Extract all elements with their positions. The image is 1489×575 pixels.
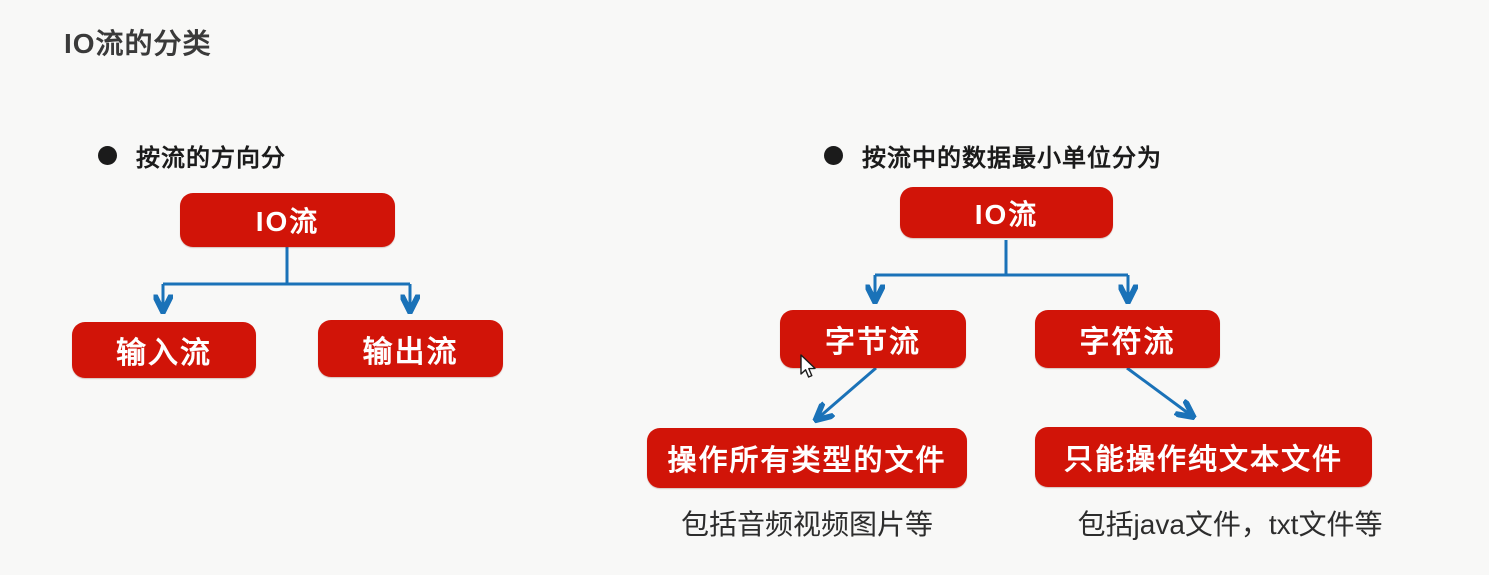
node-byte-stream-detail: 操作所有类型的文件 bbox=[647, 428, 967, 488]
connector-arrow-byte-detail bbox=[817, 366, 877, 419]
bullet-icon bbox=[824, 145, 843, 165]
node-char-stream-detail: 只能操作纯文本文件 bbox=[1035, 427, 1372, 487]
node-input-stream: 输入流 bbox=[72, 322, 256, 378]
char-stream-note: 包括java文件，txt文件等 bbox=[1077, 509, 1383, 540]
right-section-heading: 按流中的数据最小单位分为 bbox=[824, 142, 1162, 172]
left-section-heading: 按流的方向分 bbox=[98, 142, 286, 172]
page-title: IO流的分类 bbox=[64, 28, 212, 59]
node-output-stream: 输出流 bbox=[318, 320, 503, 377]
node-byte-stream: 字节流 bbox=[780, 310, 966, 368]
connector-arrow-char-detail bbox=[1126, 366, 1192, 416]
byte-stream-note: 包括音频视频图片等 bbox=[680, 509, 933, 540]
node-char-stream: 字符流 bbox=[1035, 310, 1220, 368]
node-io-stream-right: IO流 bbox=[900, 187, 1113, 238]
left-heading-label: 按流的方向分 bbox=[136, 144, 286, 172]
node-io-stream-left: IO流 bbox=[180, 193, 395, 247]
bullet-icon bbox=[98, 145, 117, 165]
right-heading-label: 按流中的数据最小单位分为 bbox=[862, 144, 1162, 172]
